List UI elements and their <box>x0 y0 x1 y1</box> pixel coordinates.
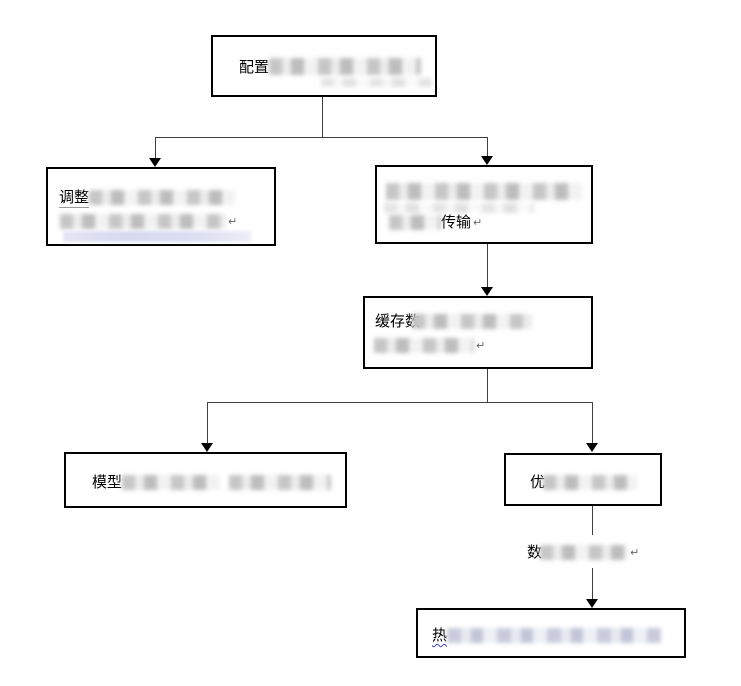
node-transfer-label: 传输 <box>441 213 472 231</box>
node-config-text-line: 配置 <box>239 56 422 77</box>
node-model-box[interactable]: 模型 <box>64 452 347 508</box>
node-adjust-text-line1: 调整 <box>59 186 236 208</box>
node-cache-label: 缓存数 <box>375 312 421 330</box>
redacted-text <box>412 314 533 329</box>
redacted-text <box>543 475 638 490</box>
arrowhead-to-transfer-icon <box>481 156 493 165</box>
arrowhead-to-cache-icon <box>481 287 493 296</box>
redacted-text <box>60 214 226 229</box>
connector-to-adjust <box>155 137 156 158</box>
redacted-text <box>229 475 332 490</box>
node-model-text-line: 模型 <box>92 471 332 492</box>
redacted-text <box>122 475 221 490</box>
edge-label-text: 数 <box>527 543 543 561</box>
node-hot-text-line: 热 <box>432 624 662 645</box>
connector-to-model <box>207 402 208 443</box>
return-mark: ↵ <box>630 546 640 559</box>
arrowhead-to-hot-icon <box>586 599 598 608</box>
return-mark: ↵ <box>473 216 483 229</box>
redacted-text <box>540 545 629 560</box>
redacted-text <box>384 203 534 213</box>
node-optimize-text-line: 优 <box>530 471 638 492</box>
redacted-text <box>374 338 474 353</box>
node-optimize-box[interactable]: 优 <box>504 453 662 506</box>
node-optimize-label: 优 <box>530 473 546 491</box>
redacted-text <box>447 628 662 643</box>
node-cache-text-line1: 缓存数 <box>375 310 533 331</box>
return-mark: ↵ <box>476 339 486 352</box>
node-hot-label: 热 <box>432 626 448 644</box>
arrowhead-to-adjust-icon <box>149 158 161 167</box>
connector-cache-branch <box>207 402 592 403</box>
connector-optimize-to-label <box>592 506 593 535</box>
arrowhead-to-model-icon <box>201 443 213 452</box>
node-transfer-text-line1 <box>386 183 582 201</box>
node-adjust-box[interactable]: 调整 ↵ <box>46 167 276 246</box>
connector-cache-stem <box>487 369 488 402</box>
node-transfer-text-line2: 传输↵ <box>389 211 482 232</box>
connector-label-to-hot <box>592 568 593 599</box>
node-hot-box[interactable]: 热 <box>416 608 686 658</box>
node-config-label: 配置 <box>239 58 270 76</box>
connector-to-optimize <box>592 402 593 443</box>
node-config-box[interactable]: 配置 <box>211 35 437 97</box>
redacted-highlight <box>63 231 251 242</box>
redacted-text <box>89 190 236 205</box>
edge-label[interactable]: 数↵ <box>527 539 640 564</box>
node-adjust-label: 调整 <box>59 188 90 208</box>
redacted-text <box>386 183 582 200</box>
node-adjust-text-line2: ↵ <box>60 212 237 230</box>
connector-config-stem <box>322 97 323 137</box>
return-mark: ↵ <box>228 215 238 228</box>
redacted-text <box>389 215 441 230</box>
connector-to-transfer <box>487 137 488 156</box>
connector-transfer-to-cache <box>487 244 488 287</box>
node-cache-box[interactable]: 缓存数 ↵ <box>363 296 593 369</box>
redacted-text <box>321 78 433 87</box>
arrowhead-to-optimize-icon <box>586 443 598 452</box>
node-model-label: 模型 <box>92 473 123 491</box>
node-transfer-box[interactable]: 传输↵ <box>375 165 593 244</box>
redacted-text <box>269 58 422 75</box>
node-cache-text-line2: ↵ <box>374 336 485 354</box>
connector-config-branch <box>155 137 487 138</box>
